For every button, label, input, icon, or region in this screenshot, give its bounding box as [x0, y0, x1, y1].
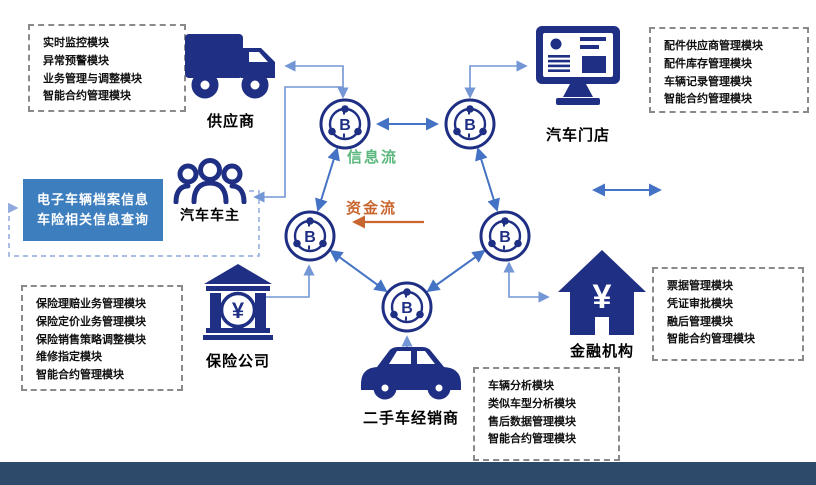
- node-outer-ring: [319, 98, 371, 150]
- blockchain-node-top-left: B: [319, 98, 371, 150]
- vehicle-info-box: 电子车辆档案信息 车险相关信息查询: [23, 179, 163, 241]
- truck-icon: [185, 34, 275, 99]
- module-line: 智能合约管理模块: [43, 90, 131, 103]
- module-line: 配件供应商管理模块: [664, 40, 763, 52]
- connector-supplier: [284, 60, 349, 99]
- module-line: 保险销售策略调整模块: [36, 333, 146, 346]
- info-box-line: 车险相关信息查询: [36, 212, 149, 227]
- yen-glyph: ¥: [232, 298, 245, 323]
- blockchain-node-right: B: [479, 210, 531, 262]
- blockchain-node-left: B: [284, 210, 336, 262]
- module-box-dealer: 车辆分析模块 类似车型分析模块 售后数据管理模块 智能合约管理模块: [473, 367, 620, 461]
- funds-flow-label: 资金流: [346, 200, 398, 217]
- module-line: 凭证审批模块: [667, 297, 733, 310]
- blockchain-node-bottom: B: [381, 281, 433, 333]
- module-line: 智能合约管理模块: [667, 333, 755, 346]
- monitor-icon: [536, 26, 620, 105]
- module-box-supplier: 实时监控模块 异常预警模块 业务管理与调整模块 智能合约管理模块: [28, 24, 186, 112]
- module-line: 类似车型分析模块: [488, 397, 576, 410]
- info-flow-label: 信息流: [347, 149, 399, 166]
- house-yen-icon: ¥: [558, 250, 646, 335]
- arrow-node-left-upper: [315, 147, 340, 212]
- module-line: 实时监控模块: [43, 37, 109, 49]
- module-line: 车辆记录管理模块: [664, 75, 752, 88]
- module-line: 车辆分析模块: [488, 380, 554, 392]
- module-line: 保险理赔业务管理模块: [36, 298, 146, 310]
- bank-icon: ¥: [203, 264, 273, 340]
- bitcoin-symbol: B: [401, 300, 413, 317]
- blockchain-node-top-right: B: [444, 98, 496, 150]
- footer-bar: [0, 462, 816, 485]
- info-box-line: 电子车辆档案信息: [36, 191, 149, 207]
- module-line: 异常预警模块: [43, 54, 109, 67]
- connector-car-owner: [253, 86, 343, 203]
- used-car-dealer-label: 二手车经销商: [362, 410, 459, 427]
- car-owner-label: 汽车车主: [180, 207, 240, 223]
- module-line: 票据管理模块: [667, 280, 733, 292]
- module-box-car-store: 配件供应商管理模块 配件库存管理模块 车辆记录管理模块 智能合约管理模块: [649, 27, 809, 113]
- module-line: 业务管理与调整模块: [43, 72, 142, 85]
- module-line: 售后数据管理模块: [488, 415, 576, 428]
- module-line: 智能合约管理模块: [36, 369, 124, 382]
- arrow-node-right-upper: [475, 147, 500, 212]
- car-store-label: 汽车门店: [545, 127, 610, 144]
- arrow-node-left-lower: [329, 249, 388, 293]
- module-line: 保险定价业务管理模块: [36, 315, 146, 328]
- arrow-node-right-lower: [426, 249, 486, 293]
- bitcoin-symbol: B: [499, 229, 511, 246]
- node-ring-arrows: [315, 117, 662, 293]
- entity-connectors: [253, 60, 550, 347]
- bitcoin-symbol: B: [464, 117, 476, 134]
- yen-glyph: ¥: [593, 278, 612, 316]
- module-line: 维修指定模块: [36, 351, 102, 364]
- module-box-insurance: 保险理赔业务管理模块 保险定价业务管理模块 保险销售策略调整模块 维修指定模块 …: [21, 285, 183, 391]
- connector-financial: [503, 261, 550, 303]
- car-icon: [361, 347, 461, 400]
- financial-label: 金融机构: [569, 343, 634, 360]
- module-line: 融后管理模块: [667, 315, 733, 328]
- supplier-label: 供应商: [206, 113, 255, 130]
- connector-insurance: [261, 264, 315, 298]
- module-line: 配件库存管理模块: [664, 57, 752, 70]
- dashed-query-connector: [8, 190, 260, 257]
- people-icon: [173, 158, 247, 204]
- connector-car-store: [464, 60, 528, 99]
- blockchain-nodes: B B B B: [284, 98, 531, 333]
- insurance-label: 保险公司: [205, 353, 270, 370]
- module-line: 智能合约管理模块: [664, 93, 752, 106]
- module-line: 智能合约管理模块: [488, 433, 576, 446]
- bitcoin-symbol: B: [339, 117, 351, 134]
- bitcoin-symbol: B: [304, 229, 316, 246]
- module-box-financial: 票据管理模块 凭证审批模块 融后管理模块 智能合约管理模块: [652, 267, 804, 361]
